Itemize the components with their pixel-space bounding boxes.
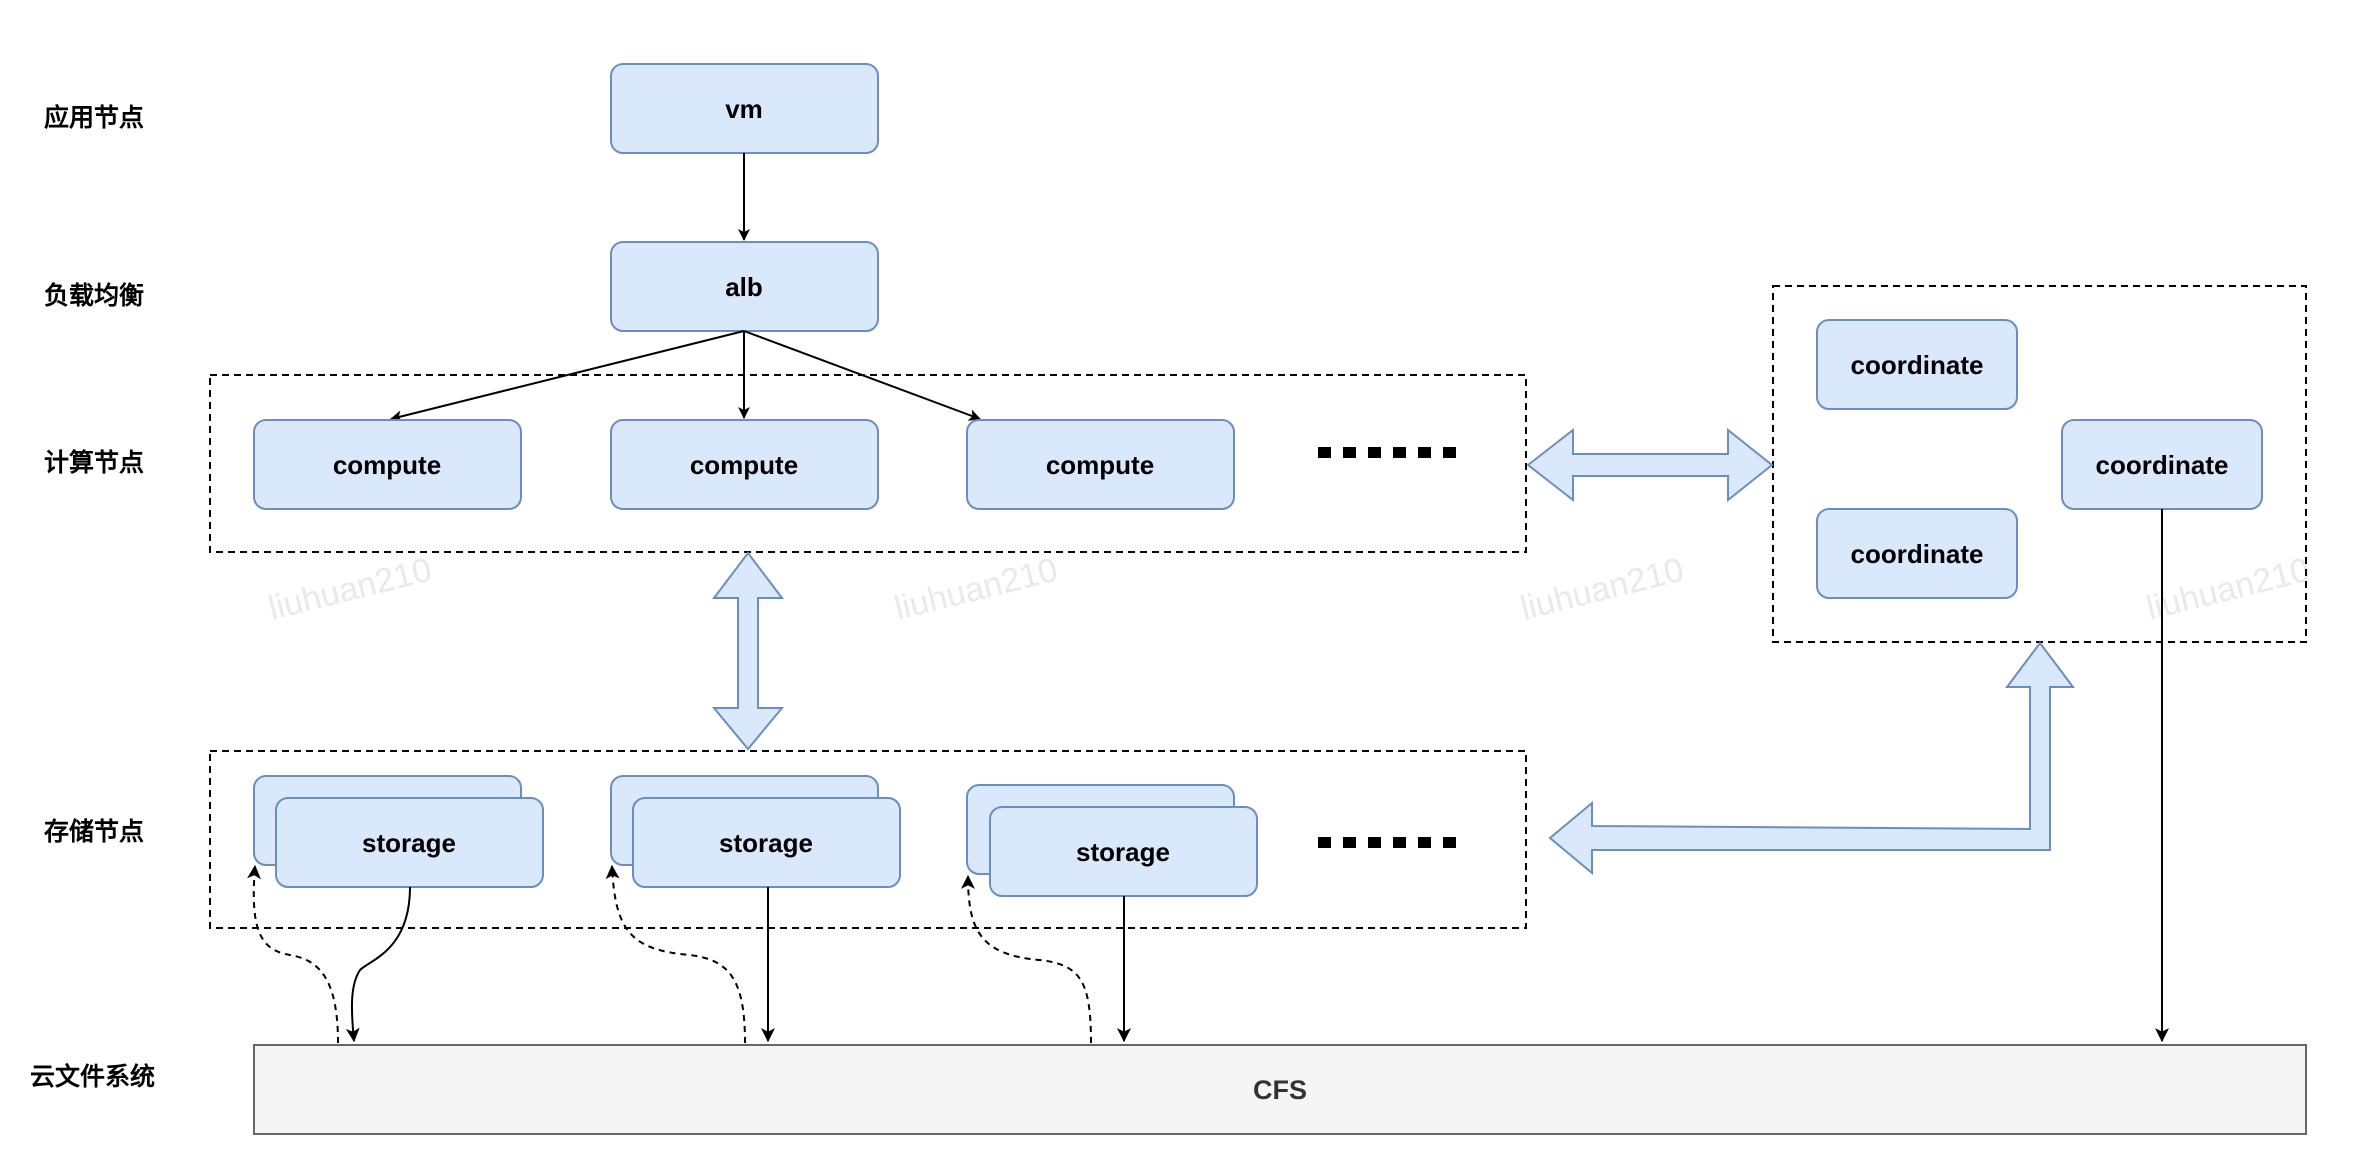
dashed-arrow-cfs-to-storage-2 — [605, 864, 746, 1044]
storage-label-1: storage — [362, 828, 456, 858]
cfs-label: CFS — [1253, 1075, 1307, 1105]
compute-node-2 — [610, 419, 879, 510]
coordinate-node-3 — [1816, 508, 2018, 599]
compute-ellipsis — [1318, 447, 1456, 458]
storage-coordinate-elbow-arrow — [1548, 641, 2075, 876]
row-label-app: 应用节点 — [44, 103, 144, 132]
compute-label-1: compute — [333, 450, 441, 480]
dashed-arrow-cfs-to-storage-3 — [961, 874, 1092, 1044]
row-label-storage: 存储节点 — [44, 817, 144, 846]
storage-group — [209, 750, 1527, 929]
cfs-node — [253, 1044, 2307, 1135]
dashed-arrow-cfs-to-storage-1 — [247, 864, 339, 1044]
storage-node-2 — [632, 797, 901, 888]
watermark-text: liuhuan210 — [891, 551, 1062, 628]
coordinate-label-3: coordinate — [1851, 539, 1984, 569]
arrow-alb-to-compute-3 — [743, 330, 981, 421]
arrow-storage-1-to-cfs — [345, 886, 411, 1043]
watermark-text: liuhuan210 — [2143, 551, 2314, 628]
coordinate-node-1 — [1816, 319, 2018, 410]
compute-label-2: compute — [690, 450, 798, 480]
storage-ellipsis — [1318, 837, 1456, 848]
compute-node-3 — [966, 419, 1235, 510]
compute-coordinate-double-arrow — [1526, 427, 1774, 503]
compute-node-1 — [253, 419, 522, 510]
compute-label-3: compute — [1046, 450, 1154, 480]
coordinate-label-1: coordinate — [1851, 350, 1984, 380]
row-label-load-balancer: 负载均衡 — [44, 281, 144, 310]
coordinate-label-2: coordinate — [2096, 450, 2229, 480]
row-label-compute: 计算节点 — [44, 448, 144, 477]
alb-label: alb — [725, 272, 763, 302]
row-label-file-system: 云文件系统 — [30, 1062, 155, 1091]
storage-label-3: storage — [1076, 837, 1170, 867]
storage-label-2: storage — [719, 828, 813, 858]
arrow-alb-to-compute-1 — [390, 330, 745, 423]
vm-label: vm — [725, 94, 763, 124]
watermark-text: liuhuan210 — [1517, 551, 1688, 628]
compute-storage-double-arrow — [711, 551, 785, 751]
watermark-text: liuhuan210 — [265, 551, 436, 628]
compute-group — [209, 374, 1527, 553]
